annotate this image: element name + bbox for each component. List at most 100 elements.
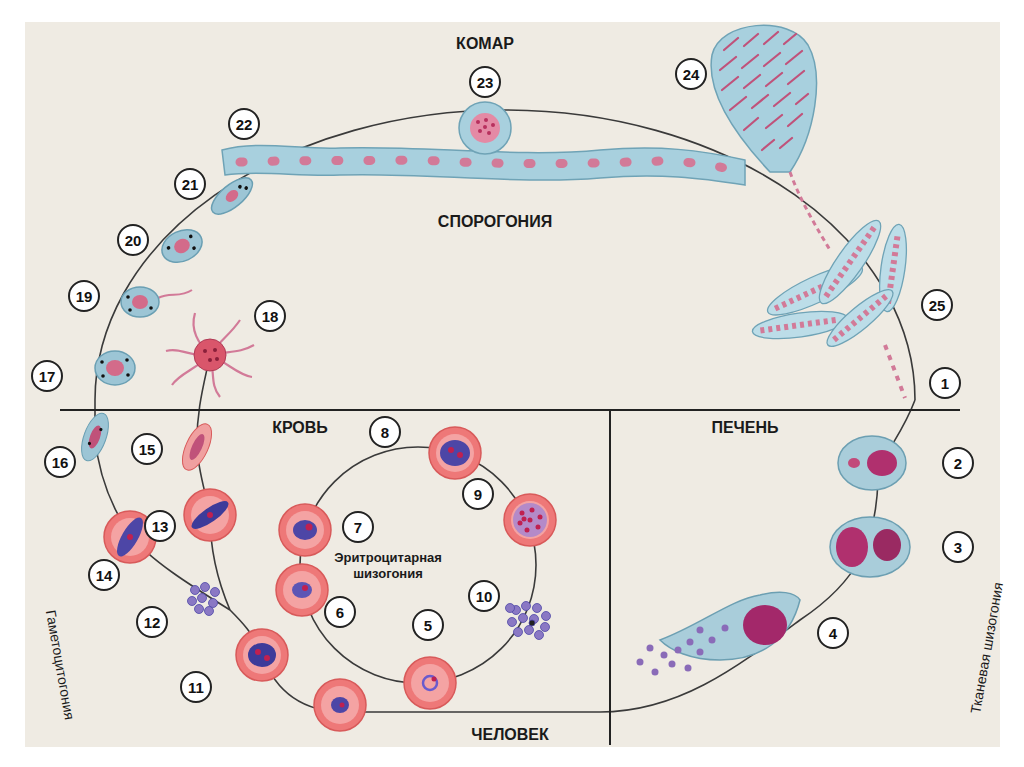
liver-cell: [830, 517, 910, 577]
liver-schizont: [652, 669, 659, 676]
mature-oocyst: [711, 25, 816, 172]
stage-number-circle: 1: [929, 367, 961, 399]
salivary-gland: [821, 283, 899, 354]
oocyst: [491, 123, 495, 127]
exflagellation: [166, 313, 254, 397]
stage-number-circle: 10: [468, 580, 500, 612]
stage-number-circle: 11: [180, 671, 212, 703]
schizont: [536, 525, 541, 530]
section-divider: [60, 409, 960, 411]
gametocyte: [112, 514, 148, 560]
oocyst: [483, 125, 487, 129]
callout-number: 6: [336, 605, 344, 620]
ookinete: [244, 185, 249, 190]
exflagellation: [194, 339, 226, 371]
liver-cell: [838, 436, 906, 490]
schizont: [528, 518, 533, 523]
mature-oocyst: [790, 172, 830, 250]
merozoites: [211, 588, 220, 597]
liver-cell: [830, 517, 910, 577]
merozoites: [541, 623, 550, 632]
trophozoite: [276, 564, 328, 616]
schizont: [504, 494, 556, 546]
liver-schizont: [637, 625, 729, 676]
panel-ground: [25, 22, 1000, 747]
section-title: ЧЕЛОВЕК: [471, 725, 549, 744]
callout-number: 24: [683, 67, 700, 82]
exflagellation: [213, 348, 217, 352]
gametocyte: [188, 497, 232, 534]
merozoites: [191, 586, 200, 595]
liver-schizont: [675, 647, 682, 654]
macrogamete: [106, 360, 124, 376]
callout-number: 13: [152, 519, 169, 534]
trophozoite: [457, 452, 463, 458]
callout-number: 20: [125, 233, 142, 248]
gametocyte: [184, 489, 236, 541]
ookinete: [188, 234, 193, 239]
merozoites: [533, 604, 542, 613]
stage-number-circle: 13: [144, 510, 176, 542]
liver-schizont: [697, 649, 704, 656]
trophozoite: [276, 564, 328, 616]
merozoites: [525, 626, 534, 635]
schizont: [520, 511, 525, 516]
male-gametocyte: [176, 420, 217, 475]
stage-number-circle: 22: [228, 108, 260, 140]
stage-number-circle: 19: [68, 280, 100, 312]
callout-number: 23: [477, 75, 494, 90]
callout-number: 8: [381, 425, 389, 440]
salivary-gland: [885, 345, 905, 398]
female-gametocyte: [86, 424, 104, 450]
merozoites: [508, 618, 517, 627]
callout-number: 22: [236, 117, 253, 132]
section-title: ПЕЧЕНЬ: [711, 418, 778, 437]
salivary-gland: [826, 228, 874, 297]
exflagellation: [203, 349, 207, 353]
cycle-line: [230, 400, 915, 712]
ookinete: [206, 172, 258, 221]
stage-label: Гаметоцитогония: [42, 609, 78, 721]
salivary-gland: [834, 296, 886, 340]
callout-number: 15: [139, 442, 156, 457]
stage-number-circle: 2: [942, 447, 974, 479]
liver-cell: [838, 436, 906, 490]
callout-number: 18: [262, 309, 279, 324]
macrogamete: [101, 374, 105, 378]
callout-number: 3: [954, 540, 962, 555]
gametocyte: [207, 512, 213, 518]
ookinete: [166, 245, 171, 250]
callout-number: 7: [354, 520, 362, 535]
gametocyte: [264, 655, 270, 661]
section-title: СПОРОГОНИЯ: [438, 212, 552, 231]
callout-number: 25: [929, 298, 946, 313]
merozoites: [195, 605, 204, 614]
stage-number-circle: 23: [469, 66, 501, 98]
young-gametocyte: [314, 679, 366, 731]
liver-schizont: [685, 665, 692, 672]
trophozoite: [302, 585, 308, 591]
ring-stage: [404, 657, 456, 709]
liver-schizont: [743, 605, 787, 645]
merozoites: [519, 614, 528, 623]
female-gametocyte: [87, 441, 91, 445]
oocyst: [476, 118, 495, 135]
liver-schizont: [647, 645, 654, 652]
ookinete: [157, 224, 208, 269]
ookinete: [206, 172, 258, 221]
schizont: [538, 515, 543, 520]
zygote: [121, 287, 159, 317]
exflagellation: [215, 357, 219, 361]
macrogamete: [100, 358, 130, 378]
liver-schizont: [669, 661, 676, 668]
macrogamete: [126, 373, 130, 377]
section-divider: [609, 410, 611, 745]
trophozoite: [429, 427, 481, 479]
stage-number-circle: 6: [324, 596, 356, 628]
gametocyte: [127, 534, 133, 540]
callout-number: 12: [144, 615, 161, 630]
schizont: [504, 494, 556, 546]
liver-schizont: [660, 592, 800, 660]
